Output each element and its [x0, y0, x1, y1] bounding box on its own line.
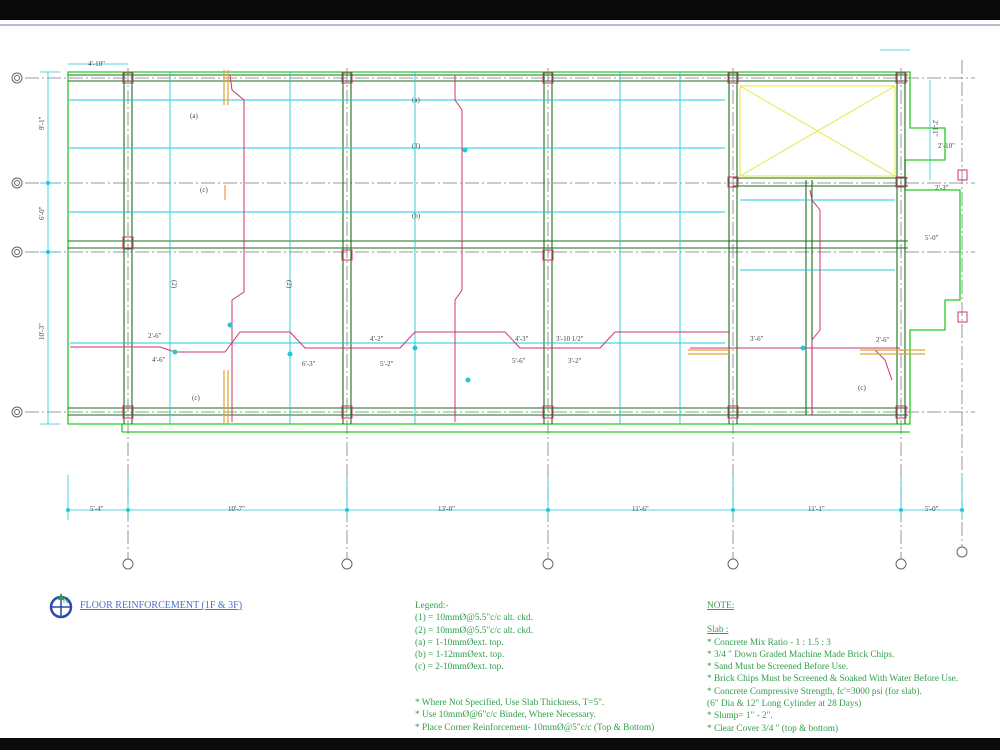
span-mark-7: 3'-6"	[750, 335, 764, 343]
span-mark-11: 5'-6"	[512, 357, 526, 365]
span-mark-3: 4'-2"	[370, 335, 384, 343]
legend-item: (2) = 10mmØ@5.5"c/c alt. ckd.	[415, 625, 534, 636]
remark-item: * Where Not Specified, Use Slab Thicknes…	[415, 698, 605, 708]
dim-bottom-5: 11'-1"	[808, 505, 825, 513]
note-item: * Slump= 1" - 2".	[707, 711, 773, 722]
note-item: * Concrete Compressive Strength, fc'=300…	[707, 686, 922, 697]
north-arrow-icon: N	[49, 593, 73, 619]
floor-plan-drawing: 5'-4" 10'-7" 13'-0" 11'-6" 11'-1" 5'-0" …	[11, 49, 975, 570]
span-mark-10: 6'-3"	[302, 360, 316, 368]
dim-bottom-6: 5'-0"	[925, 505, 939, 513]
dimension-ticks	[46, 147, 964, 512]
dim-right-3: 5'-0"	[925, 234, 939, 242]
span-mark-4: 4'-3"	[515, 335, 529, 343]
grid-axes	[25, 60, 975, 560]
slab-outline	[67, 71, 961, 433]
span-mark-9: 2'-6"	[876, 336, 890, 344]
note-item: * Sand Must be Screened Before Use.	[707, 662, 849, 673]
bar-label-a: (a)	[412, 96, 420, 104]
remark-item: * Use 10mmØ@6"c/c Binder, Where Necessar…	[415, 710, 596, 721]
bar-label-c-2: (c)	[192, 394, 200, 402]
legend-item: (1) = 10mmØ@5.5"c/c alt. ckd.	[415, 613, 534, 624]
beams	[68, 72, 908, 424]
window-bottom-bar	[0, 738, 1000, 750]
span-mark-6: 3'-2"	[568, 357, 582, 365]
dim-right-2: 2'-10"	[938, 142, 955, 150]
extra-bars	[223, 70, 925, 424]
dim-bottom-1: 5'-4"	[90, 505, 104, 513]
void-opening	[739, 85, 896, 177]
drawing-title: FLOOR REINFORCEMENT (1F & 3F)	[80, 600, 243, 611]
legend-remarks: * Where Not Specified, Use Slab Thicknes…	[415, 697, 654, 734]
dim-left-3: 10'-3"	[38, 323, 46, 340]
dim-right-1: 2'-11"	[931, 120, 939, 137]
window-top-bar	[0, 0, 1000, 20]
bar-label-a-2: (a)	[190, 112, 198, 120]
span-mark-2: 4'-6"	[152, 356, 166, 364]
bar-label-c-1: (c)	[200, 186, 208, 194]
note-block: NOTE: Slab : * Concrete Mix Ratio - 1 : …	[707, 600, 958, 735]
top-bars	[70, 74, 900, 422]
top-divider	[0, 24, 1000, 26]
note-heading: NOTE:	[707, 601, 735, 611]
note-item: * Clear Cover 3/4 " (top & bottom)	[707, 723, 839, 734]
legend-heading: Legend:-	[415, 601, 449, 611]
span-mark-8: 5'-2"	[380, 360, 394, 368]
legend-item: (c) = 2-10mmØext. top.	[415, 662, 504, 673]
bar-label-b: (b)	[412, 212, 421, 220]
bar-label-c-3: (c)	[858, 384, 866, 392]
legend-item: (a) = 1-10mmØext. top.	[415, 637, 504, 648]
dim-bottom-4: 11'-6"	[632, 505, 649, 513]
bar-label-1: (1)	[412, 142, 421, 150]
remark-item: * Place Corner Reinforcement- 10mmØ@5"c/…	[415, 722, 655, 733]
compass-letter: N	[63, 596, 69, 605]
span-mark-5: 3'-10 1/2"	[556, 335, 584, 343]
legend-item: (b) = 1-12mmØext. top.	[415, 650, 505, 661]
bar-label-2-mid: (2)	[285, 280, 293, 289]
dimension-texts: 5'-4" 10'-7" 13'-0" 11'-6" 11'-1" 5'-0" …	[38, 60, 955, 513]
note-item: * 3/4 " Down Graded Machine Made Brick C…	[707, 649, 895, 660]
dimension-lines	[40, 49, 963, 520]
columns	[122, 72, 968, 419]
bar-label-2-left: (2)	[170, 280, 178, 289]
grid-bubbles	[11, 72, 968, 570]
dim-left-2: 6'-0"	[38, 206, 46, 220]
slab-bars	[68, 72, 895, 424]
legend-block: Legend:- (1) = 10mmØ@5.5"c/c alt. ckd. (…	[415, 600, 533, 674]
dim-bottom-2: 10'-7"	[228, 505, 245, 513]
dim-bottom-3: 13'-0"	[438, 505, 455, 513]
note-subheading: Slab :	[707, 625, 729, 636]
dim-top-left: 4'-10"	[88, 60, 105, 68]
bar-labels: (a) (1) (b) (c) (2) (2) (c) (a) (c)	[170, 96, 866, 402]
dim-right-4: 2'-3"	[935, 184, 949, 192]
note-item: * Brick Chips Must be Screened & Soaked …	[707, 674, 959, 685]
note-item: (6" Dia & 12" Long Cylinder at 28 Days)	[707, 699, 862, 710]
note-item: * Concrete Mix Ratio - 1 : 1.5 : 3	[707, 637, 831, 648]
dim-left-1: 9'-1"	[38, 116, 46, 130]
span-mark-1: 2'-6"	[148, 332, 162, 340]
